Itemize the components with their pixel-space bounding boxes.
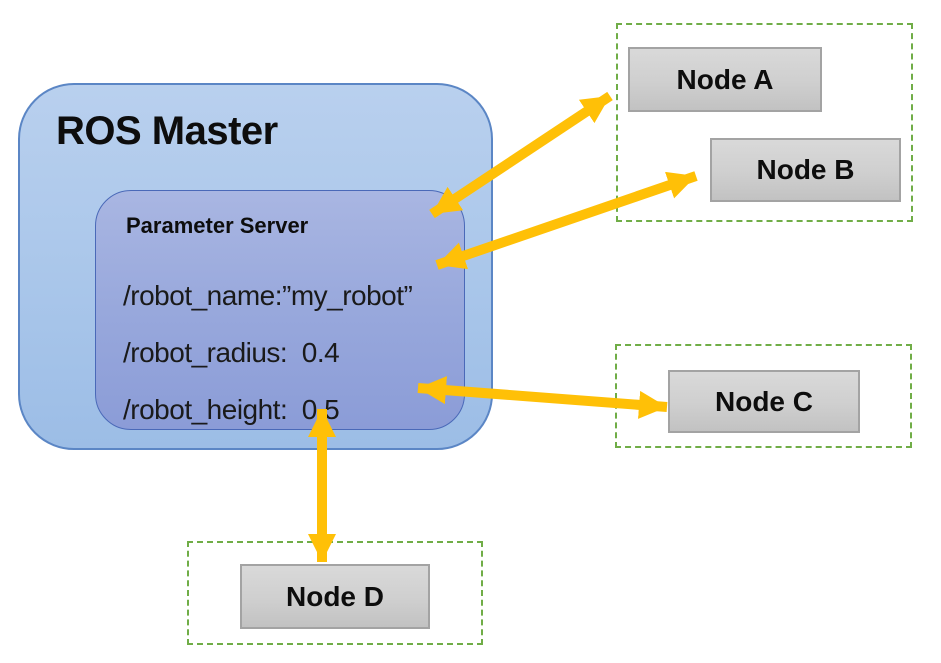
node-group-ab-dashed-box	[616, 23, 913, 222]
node-d-label: Node D	[286, 580, 384, 612]
ros-master-title: ROS Master	[56, 109, 278, 153]
param-robot-radius: /robot_radius: 0.4	[123, 337, 340, 368]
param-robot-name: /robot_name:”my_robot”	[123, 280, 413, 311]
ros-master-box: ROS Master Parameter Server /robot_name:…	[18, 83, 493, 450]
parameter-server-box: Parameter Server /robot_name:”my_robot” …	[95, 190, 465, 430]
parameter-server-title: Parameter Server	[126, 213, 309, 238]
node-b-box: Node B	[710, 138, 901, 202]
node-d-box: Node D	[240, 564, 430, 629]
node-a-label: Node A	[676, 63, 774, 95]
param-robot-height: /robot_height: 0.5	[123, 394, 340, 425]
node-a-box: Node A	[628, 47, 822, 112]
node-b-label: Node B	[756, 154, 855, 185]
node-c-box: Node C	[668, 370, 860, 433]
node-c-label: Node C	[715, 385, 813, 417]
